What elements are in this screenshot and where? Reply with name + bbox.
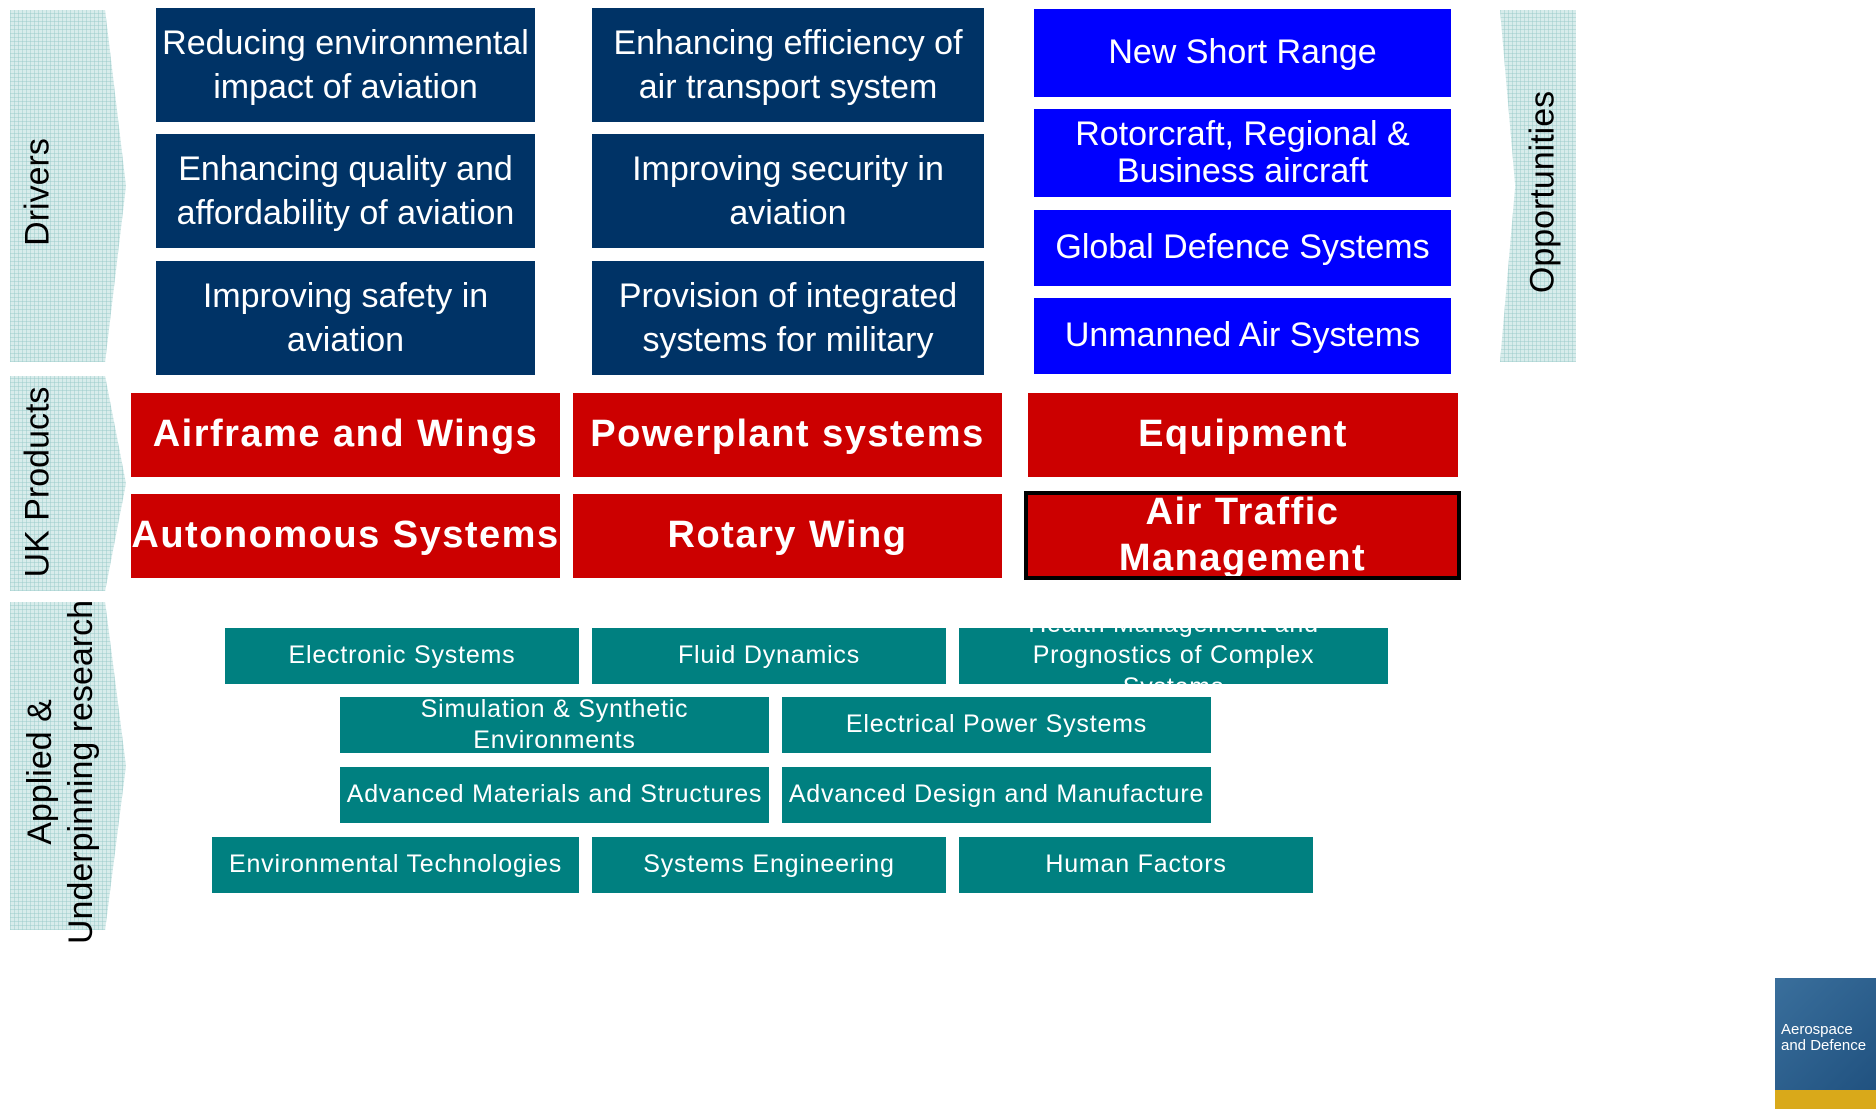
opportunities-band-label: Opportunities bbox=[1523, 90, 1562, 294]
driver-improving-security: Improving security in aviation bbox=[592, 134, 984, 248]
driver-integrated-military-systems: Provision of integrated systems for mili… bbox=[592, 261, 984, 375]
driver-reducing-environmental-impact: Reducing environmental impact of aviatio… bbox=[156, 8, 535, 122]
research-human-factors: Human Factors bbox=[959, 837, 1313, 893]
research-simulation-synthetic-environments: Simulation & Synthetic Environments bbox=[340, 695, 769, 754]
product-equipment: Equipment bbox=[1028, 393, 1458, 477]
research-band-label: Applied & Underpinning research bbox=[20, 600, 102, 944]
research-electronic-systems: Electronic Systems bbox=[225, 628, 579, 684]
products-band-label: UK Products bbox=[18, 386, 57, 578]
products-band bbox=[10, 376, 126, 591]
research-fluid-dynamics: Fluid Dynamics bbox=[592, 628, 946, 684]
research-band bbox=[10, 602, 126, 930]
logo-text: Aerospace and Defence bbox=[1781, 1022, 1866, 1054]
research-electrical-power-systems: Electrical Power Systems bbox=[782, 697, 1211, 753]
product-rotary-wing: Rotary Wing bbox=[573, 494, 1002, 578]
product-air-traffic-management: Air Traffic Management bbox=[1024, 491, 1461, 580]
logo-strip bbox=[1775, 1090, 1876, 1109]
research-environmental-technologies: Environmental Technologies bbox=[212, 837, 579, 893]
drivers-band bbox=[10, 10, 126, 362]
product-powerplant-systems: Powerplant systems bbox=[573, 393, 1002, 477]
research-health-management: Health Management and Prognostics of Com… bbox=[959, 610, 1388, 701]
research-advanced-design-manufacture: Advanced Design and Manufacture bbox=[782, 767, 1211, 823]
opportunity-global-defence: Global Defence Systems bbox=[1034, 210, 1451, 286]
aerospace-defence-logo: Aerospace and Defence bbox=[1775, 978, 1876, 1109]
logo-text-line2: and Defence bbox=[1781, 1036, 1867, 1054]
driver-improving-safety: Improving safety in aviation bbox=[156, 261, 535, 375]
research-advanced-materials: Advanced Materials and Structures bbox=[340, 767, 769, 823]
product-autonomous-systems: Autonomous Systems bbox=[131, 494, 560, 578]
research-systems-engineering: Systems Engineering bbox=[592, 837, 946, 893]
opportunity-new-short-range: New Short Range bbox=[1034, 9, 1451, 97]
logo-text-line1: Aerospace bbox=[1781, 1021, 1853, 1038]
drivers-band-label: Drivers bbox=[18, 138, 57, 246]
driver-enhancing-efficiency: Enhancing efficiency of air transport sy… bbox=[592, 8, 984, 122]
research-band-label-line2: Underpinning research bbox=[62, 600, 100, 944]
research-band-label-line1: Applied & bbox=[21, 699, 60, 845]
opportunity-rotorcraft-regional-business: Rotorcraft, Regional & Business aircraft bbox=[1034, 109, 1451, 197]
opportunity-unmanned-air-systems: Unmanned Air Systems bbox=[1034, 298, 1451, 374]
product-airframe-and-wings: Airframe and Wings bbox=[131, 393, 560, 477]
driver-enhancing-quality: Enhancing quality and affordability of a… bbox=[156, 134, 535, 248]
